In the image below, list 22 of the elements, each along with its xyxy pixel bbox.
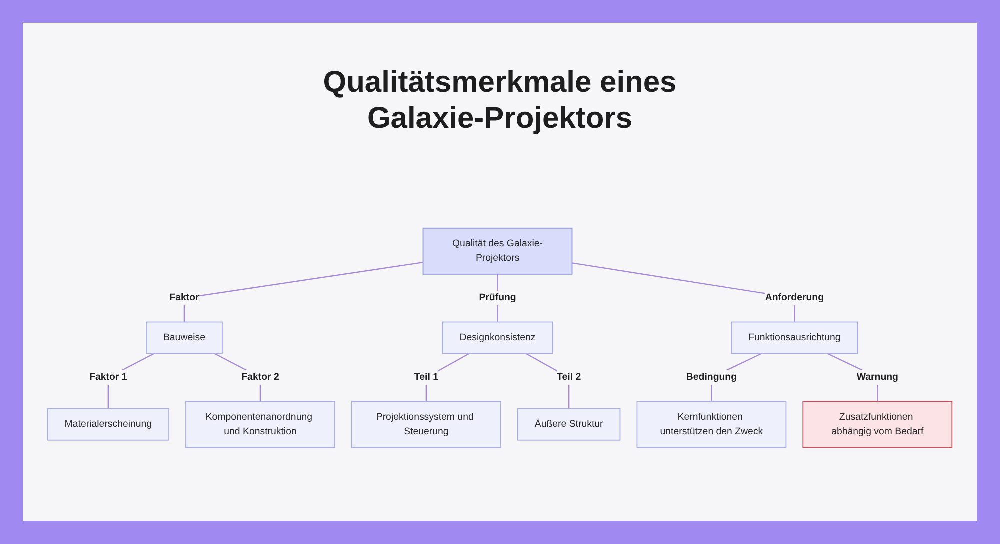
node-box <box>146 322 223 354</box>
node-box <box>186 401 336 448</box>
edge-label: Faktor <box>170 292 200 304</box>
edge-label: Warnung <box>856 372 898 383</box>
edge-label: Bedingung <box>686 372 737 383</box>
node-box <box>442 322 554 354</box>
card-background: Qualitätsmerkmale eines Galaxie-Projektors Faktor Prüfung Anforderung Faktor 1 Faktor 2 Teil 1 Teil 2 Bedingung Warnung Qualität des Galaxie-Projektors Bauweise Designkonsistenz Funktionsausrichtung Materialerscheinung Komponentenanordnung und Konstruktion Projektionssystem und Steuerung Äußere Struktur Kernfunktionen unterstützen den Zweck Zusatzfunktionen abhängig vom Bedarf <box>23 23 977 521</box>
edge-label: Teil 1 <box>414 372 438 383</box>
connector <box>184 262 424 322</box>
edge-label: Faktor 2 <box>242 372 280 383</box>
node-box <box>352 401 502 448</box>
edge-label: Anforderung <box>765 292 824 304</box>
node-box <box>802 401 953 448</box>
edge-label: Teil 2 <box>557 372 582 383</box>
node-box <box>517 408 621 441</box>
edge-label: Faktor 1 <box>90 372 128 383</box>
diagram-title: Qualitätsmerkmale eines Galaxie-Projektors <box>322 65 678 137</box>
node-box <box>636 401 787 448</box>
node-box <box>731 322 858 354</box>
node-box <box>47 408 170 441</box>
node-box <box>422 228 573 275</box>
edge-label: Prüfung <box>479 292 516 304</box>
